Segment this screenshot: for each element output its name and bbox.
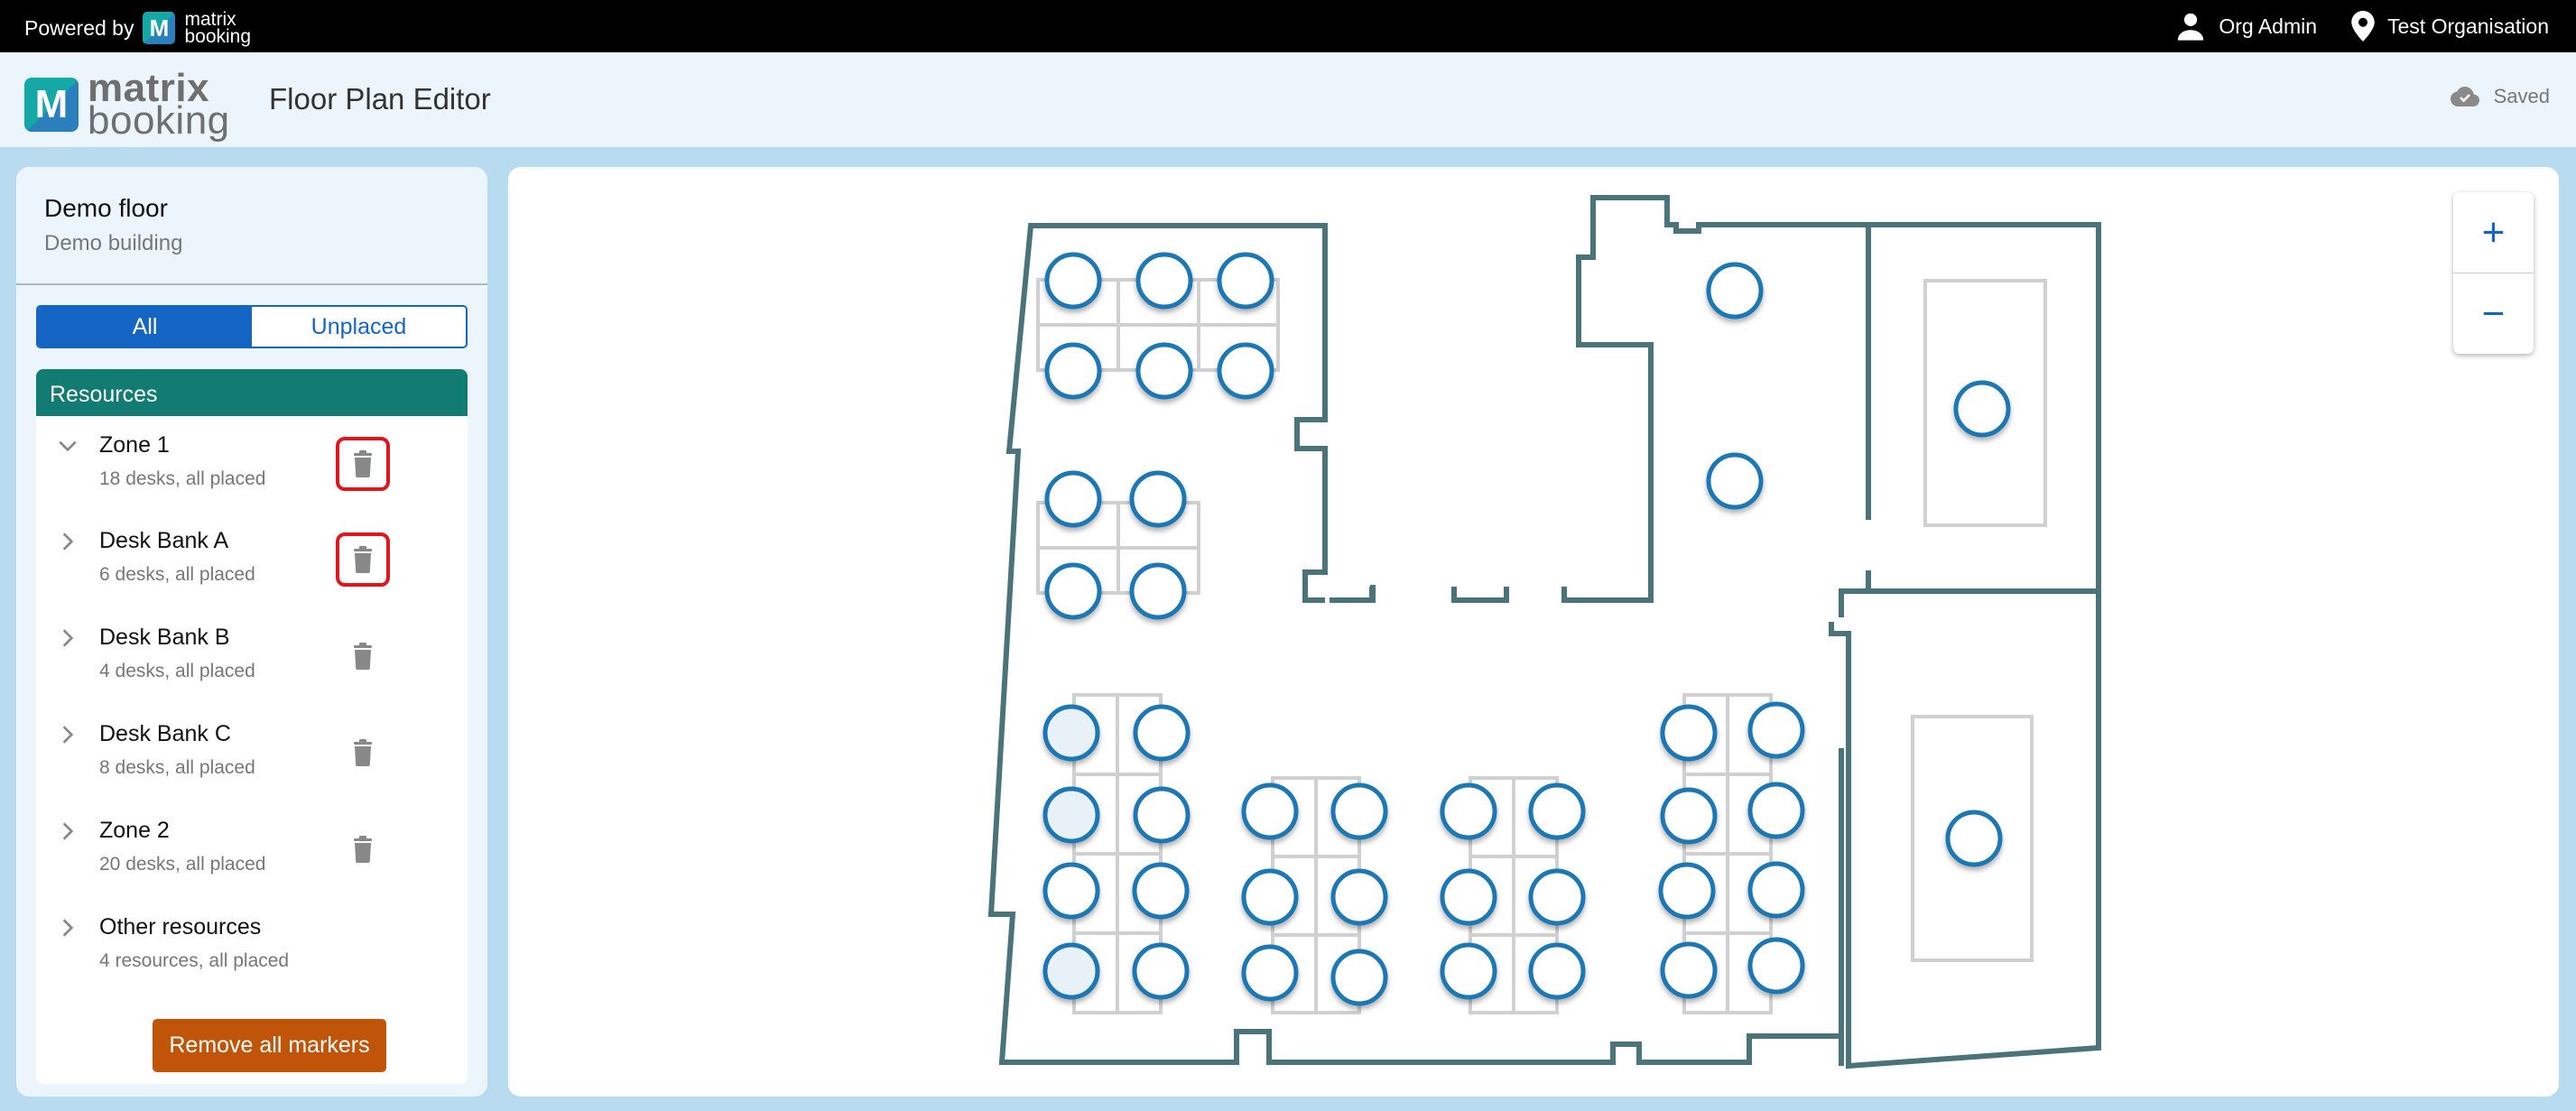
- resource-item-zone-2[interactable]: Zone 2 20 desks, all placed: [36, 809, 468, 899]
- zoom-out-button[interactable]: −: [2481, 291, 2506, 336]
- trash-icon: [354, 643, 372, 670]
- resource-name: Other resources: [99, 914, 262, 940]
- logo-line2: booking: [88, 98, 230, 143]
- powered-by-brand: matrix booking: [184, 9, 252, 47]
- filter-toggle: All Unplaced: [36, 305, 468, 348]
- organisation-name: Test Organisation: [2387, 14, 2549, 38]
- person-icon: [2178, 13, 2204, 41]
- resource-item-desk-bank-b[interactable]: Desk Bank B 4 desks, all placed: [36, 616, 468, 706]
- delete-desk-bank-b-button[interactable]: [336, 629, 390, 683]
- remove-all-markers-button[interactable]: Remove all markers: [153, 1019, 386, 1072]
- floor-plan: [987, 195, 2101, 1069]
- save-status: Saved: [2450, 85, 2550, 108]
- powered-by: Powered by matrix booking: [24, 9, 252, 47]
- resources-panel: Resources Zone 1 18 desks, all placed De…: [36, 369, 468, 1084]
- chevron-right-icon[interactable]: [56, 530, 79, 553]
- divider: [16, 283, 487, 285]
- brand-line2: booking: [184, 26, 252, 47]
- chevron-right-icon[interactable]: [56, 916, 79, 940]
- trash-icon: [354, 836, 372, 863]
- user-name: Org Admin: [2219, 14, 2318, 38]
- resource-name: Zone 2: [99, 818, 170, 843]
- powered-by-label: Powered by: [24, 15, 134, 40]
- trash-icon: [354, 450, 372, 477]
- resource-name: Desk Bank B: [99, 625, 230, 650]
- filter-unplaced-button[interactable]: Unplaced: [310, 313, 407, 339]
- top-bar: Powered by matrix booking Org Admin Test…: [0, 0, 2576, 52]
- matrix-logo-icon: [143, 12, 176, 44]
- delete-zone-2-button[interactable]: [336, 822, 390, 876]
- resource-summary: 18 desks, all placed: [99, 468, 266, 489]
- chevron-down-icon[interactable]: [56, 434, 79, 458]
- delete-zone-1-button[interactable]: [336, 437, 390, 491]
- resource-summary: 4 resources, all placed: [99, 950, 290, 971]
- app-logo[interactable]: matrix booking: [24, 66, 230, 143]
- desk-markers: [1042, 252, 2011, 1006]
- resource-sidebar: Demo floor Demo building All Unplaced Re…: [16, 167, 487, 1097]
- delete-desk-bank-c-button[interactable]: [336, 726, 390, 780]
- floor-name: Demo floor: [44, 194, 168, 222]
- building-name: Demo building: [44, 231, 183, 255]
- chevron-right-icon[interactable]: [56, 626, 79, 650]
- chevron-right-icon[interactable]: [56, 723, 79, 746]
- resource-name: Desk Bank C: [99, 721, 231, 746]
- user-menu[interactable]: Org Admin: [2175, 11, 2317, 42]
- resource-item-desk-bank-c[interactable]: Desk Bank C 8 desks, all placed: [36, 712, 468, 802]
- save-status-label: Saved: [2493, 85, 2550, 107]
- resource-summary: 6 desks, all placed: [99, 564, 255, 585]
- chevron-right-icon[interactable]: [56, 819, 79, 843]
- resource-summary: 4 desks, all placed: [99, 661, 255, 681]
- resource-item-other-resources[interactable]: Other resources 4 resources, all placed: [36, 905, 468, 995]
- zoom-in-button[interactable]: +: [2481, 209, 2506, 255]
- trash-icon: [354, 739, 372, 766]
- organisation-menu[interactable]: Test Organisation: [2351, 11, 2549, 42]
- resource-name: Desk Bank A: [99, 528, 229, 553]
- resource-summary: 8 desks, all placed: [99, 757, 255, 778]
- logo-line1: matrix: [88, 66, 210, 110]
- page-title: Floor Plan Editor: [269, 82, 491, 116]
- filter-all-button[interactable]: All: [38, 307, 252, 347]
- cloud-check-icon: [2450, 87, 2479, 106]
- trash-icon: [354, 546, 372, 573]
- matrix-logo-icon: [24, 78, 79, 132]
- logo-wordmark: matrix booking: [88, 66, 230, 143]
- zoom-controls: + −: [2453, 192, 2534, 354]
- resource-name: Zone 1: [99, 432, 170, 458]
- app-header: matrix booking Floor Plan Editor Saved: [0, 52, 2576, 147]
- resource-summary: 20 desks, all placed: [99, 854, 266, 875]
- brand-line1: matrix: [184, 9, 236, 30]
- floor-plan-canvas[interactable]: + −: [508, 167, 2559, 1097]
- resources-header: Resources: [36, 369, 468, 416]
- walls: [987, 195, 2101, 1069]
- resource-item-zone-1[interactable]: Zone 1 18 desks, all placed: [36, 423, 468, 514]
- location-pin-icon: [2351, 11, 2375, 42]
- resource-item-desk-bank-a[interactable]: Desk Bank A 6 desks, all placed: [36, 519, 468, 609]
- delete-desk-bank-a-button[interactable]: [336, 532, 390, 587]
